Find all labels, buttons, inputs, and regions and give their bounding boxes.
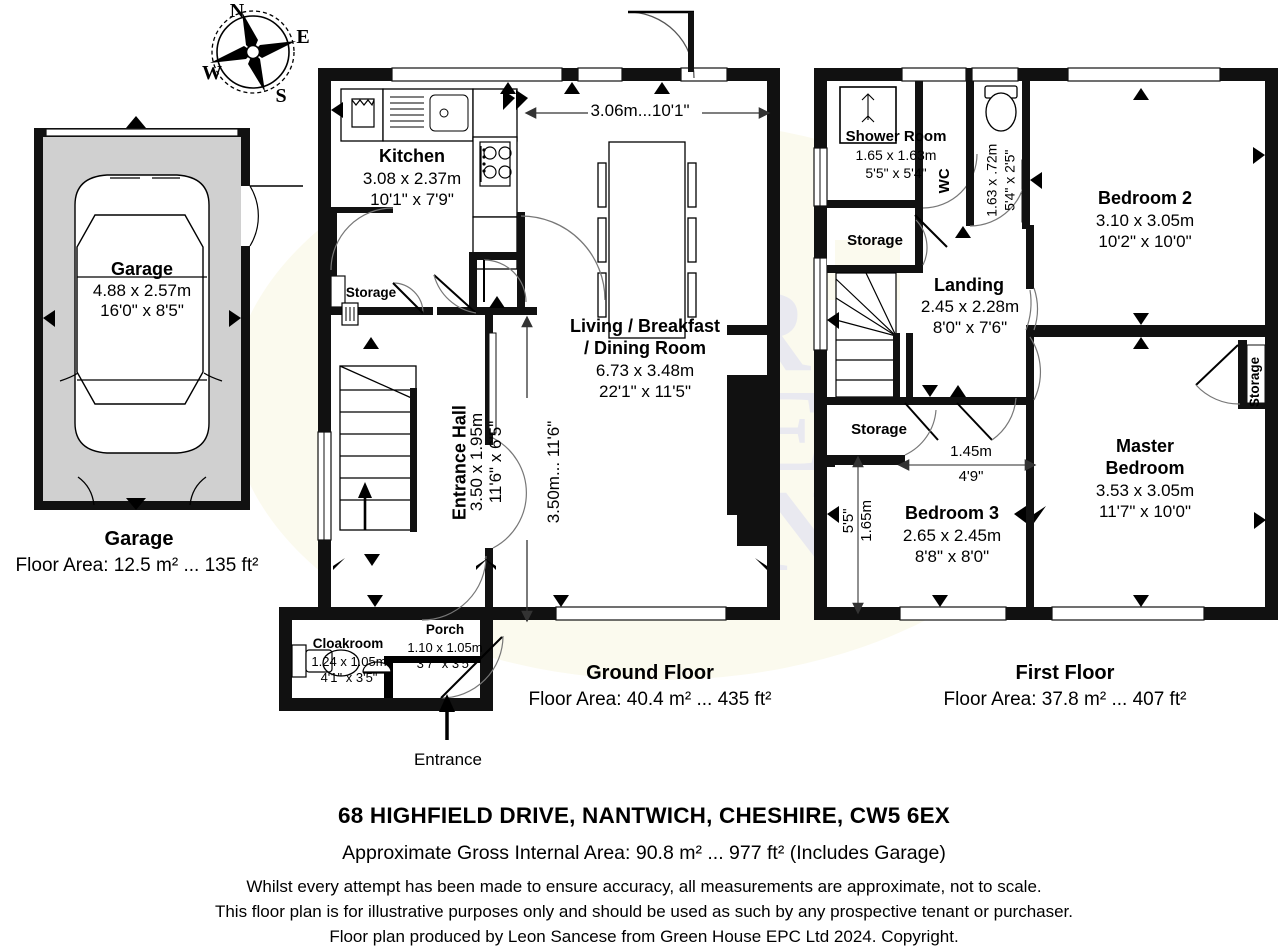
room-porch-dim-imperial: 3'7" x 3'5" xyxy=(416,656,474,671)
garage-dim-imperial: 16'0" x 8'5" xyxy=(100,301,184,320)
room-landing-dim-metric: 2.45 x 2.28m xyxy=(920,297,1020,316)
room-bedroom3-name: Bedroom 3 xyxy=(904,503,1000,523)
property-address: 68 HIGHFIELD DRIVE, NANTWICH, CHESHIRE, … xyxy=(338,803,950,828)
disclaimer-line-3: Floor plan produced by Leon Sancese from… xyxy=(329,927,959,946)
room-master-dim-imperial: 11'7" x 10'0" xyxy=(1099,502,1191,521)
room-living-name-2: / Dining Room xyxy=(584,338,706,358)
ground-floor-title: Ground Floor xyxy=(586,662,714,684)
ground-floor-plan xyxy=(279,10,780,740)
room-hall-dim-metric: 3.50 x 1.95m xyxy=(466,412,486,512)
room-storage-gf-name: Storage xyxy=(345,285,397,300)
dim-label-165m: 1.65m xyxy=(858,500,876,542)
entrance-arrow xyxy=(439,694,455,740)
room-master-name: Master xyxy=(1115,436,1175,456)
gross-internal-area: Approximate Gross Internal Area: 90.8 m²… xyxy=(342,842,946,864)
room-bedroom2-name: Bedroom 2 xyxy=(1097,188,1193,208)
room-porch-dim-metric: 1.10 x 1.05m xyxy=(407,640,483,655)
room-cloakroom-name: Cloakroom xyxy=(312,636,384,651)
room-landing-name: Landing xyxy=(934,275,1004,295)
garage-plan xyxy=(34,116,303,510)
disclaimer-line-1: Whilst every attempt has been made to en… xyxy=(246,877,1042,896)
room-bedroom2-dim-imperial: 10'2" x 10'0" xyxy=(1098,232,1192,251)
room-kitchen-dim-metric: 3.08 x 2.37m xyxy=(362,169,462,188)
room-landing-dim-imperial: 8'0" x 7'6" xyxy=(932,318,1008,337)
first-floor-area: Floor Area: 37.8 m² ... 407 ft² xyxy=(943,689,1187,710)
room-shower-dim-imperial: 5'5" x 5'4" xyxy=(865,165,927,181)
compass-rose xyxy=(210,10,296,94)
garage-floor-area: Floor Area: 12.5 m² ... 135 ft² xyxy=(15,555,259,576)
room-kitchen-name: Kitchen xyxy=(378,146,445,166)
room-storage-ff-top-name: Storage xyxy=(847,232,903,249)
room-living-name: Living / Breakfast xyxy=(569,316,721,336)
room-wc-name: WC xyxy=(936,168,954,194)
room-cloakroom-dim-imperial: 4'1" x 3'5" xyxy=(320,670,378,685)
dim-label-145ft: 4'9" xyxy=(958,468,984,485)
room-cloakroom-dim-metric: 1.24 x 1.05m xyxy=(311,654,387,669)
compass-west-label: W xyxy=(202,62,222,84)
dim-label-306: 3.06m...10'1" xyxy=(590,101,690,120)
room-master-name-2: Bedroom xyxy=(1105,458,1185,478)
room-shower-dim-metric: 1.65 x 1.63m xyxy=(855,147,937,163)
room-bedroom3-dim-metric: 2.65 x 2.45m xyxy=(902,526,1002,545)
room-porch-name: Porch xyxy=(425,622,465,637)
room-bedroom3-dim-imperial: 8'8" x 8'0" xyxy=(914,547,990,566)
dim-label-350: 3.50m... 11'6" xyxy=(543,420,563,524)
entrance-label: Entrance xyxy=(413,750,483,769)
dim-label-165ft: 5'5" xyxy=(840,508,858,534)
garage-dim-metric: 4.88 x 2.57m xyxy=(92,281,192,300)
room-bedroom2-dim-metric: 3.10 x 3.05m xyxy=(1095,211,1195,230)
room-wc-dim-imperial: 5'4" x 2'5" xyxy=(1001,149,1018,211)
room-living-dim-metric: 6.73 x 3.48m xyxy=(595,361,695,380)
garage-room-name: Garage xyxy=(110,259,174,279)
room-shower-name: Shower Room xyxy=(845,128,947,145)
room-wc-dim-metric: 1.63 x .72m xyxy=(983,143,1000,217)
ground-floor-area: Floor Area: 40.4 m² ... 435 ft² xyxy=(528,689,772,710)
first-floor-title: First Floor xyxy=(1015,662,1115,684)
room-master-dim-metric: 3.53 x 3.05m xyxy=(1095,481,1195,500)
first-floor-plan xyxy=(813,67,1278,621)
garage-floor-title: Garage xyxy=(104,528,174,550)
compass-east-label: E xyxy=(296,26,310,48)
room-storage-ff-master-name: Storage xyxy=(1247,356,1263,408)
room-kitchen-dim-imperial: 10'1" x 7'9" xyxy=(370,190,454,209)
room-hall-dim-imperial: 11'6" x 6'5" xyxy=(485,420,505,504)
disclaimer-line-2: This floor plan is for illustrative purp… xyxy=(214,902,1074,921)
compass-north-label: N xyxy=(229,0,245,22)
dim-label-145m: 1.45m xyxy=(950,443,992,460)
compass-south-label: S xyxy=(275,85,287,107)
room-storage-ff-mid-name: Storage xyxy=(851,421,907,438)
room-living-dim-imperial: 22'1" x 11'5" xyxy=(599,382,691,401)
